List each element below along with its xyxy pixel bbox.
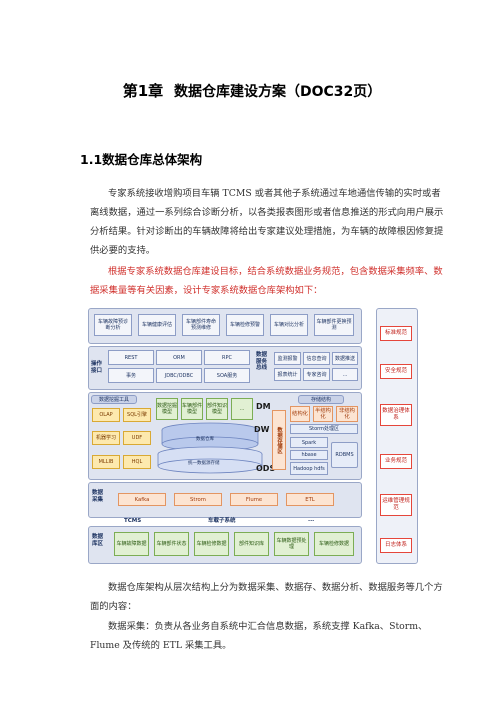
- interface-transaction: 事务: [108, 368, 154, 383]
- source-tcms: TCMS: [124, 518, 142, 524]
- rail-logging: 日志体系: [380, 538, 412, 553]
- rdbms-cell: RDBMS: [331, 442, 358, 468]
- app-box-2: 车辆健康评估: [138, 314, 176, 336]
- chapter-number: 第1章: [122, 82, 164, 100]
- source-cell-1: 车辆故障数据: [114, 532, 149, 556]
- dm-model-1: 数据挖掘模型: [156, 398, 178, 420]
- ods-inner-label: 统一数据源存储: [188, 461, 220, 466]
- storage-area-label: 数据存储区: [272, 410, 286, 470]
- tool-mllib: MLLIB: [92, 455, 120, 469]
- structured-cell: 结构化: [290, 406, 310, 422]
- spark-cell: Spark: [290, 437, 328, 448]
- source-cell-3: 车辆检修数据: [194, 532, 229, 556]
- service-report: 报表统计: [274, 368, 301, 381]
- intro-paragraph: 专家系统接收增购项目车辆 TCMS 或者其他子系统通过车地通信传输的实时或者离线…: [90, 188, 444, 256]
- layer-dm-label: DM: [256, 402, 271, 411]
- section-heading: 1.1数据仓库总体架构: [80, 149, 202, 168]
- service-more: ...: [332, 368, 358, 381]
- chapter-heading: 第1章 数据仓库建设方案（DOC32页）: [0, 80, 504, 101]
- layer-ods-label: ODS: [256, 464, 276, 473]
- service-push: 数据推送: [332, 352, 358, 365]
- interface-jdbc: JDBC/ODBC: [156, 368, 202, 383]
- section-number: 1.1: [80, 152, 103, 167]
- app-box-3: 车辆部件寿命预测维修: [182, 314, 220, 336]
- source-label: 数据库区: [92, 534, 104, 547]
- tool-ml: 机器学习: [92, 431, 120, 445]
- service-query: 信息查询: [303, 352, 330, 365]
- tool-udf: UDF: [123, 431, 151, 445]
- service-expert: 专家咨询: [303, 368, 330, 381]
- hadoop-cell: Hadoop hdfs: [290, 462, 328, 475]
- rail-standards: 标准规范: [380, 326, 412, 341]
- source-onboard: 车载子系统: [208, 518, 236, 524]
- interface-rpc: RPC: [204, 350, 250, 365]
- collection-paragraph: 数据采集：负责从各业务自系统中汇合信息数据，系统支撑 Kafka、Storm、F…: [90, 621, 428, 651]
- storage-structure-label: 存储结构: [298, 395, 344, 404]
- source-cell-5: 车辆数据预处理: [274, 532, 309, 556]
- source-cell-2: 车辆部件状态: [154, 532, 189, 556]
- semi-structured-cell: 半结构化: [313, 406, 333, 422]
- collect-flume: Flume: [230, 493, 278, 506]
- dm-model-more: ...: [231, 398, 253, 420]
- service-bus-label: 数据服务总线: [256, 352, 268, 371]
- analysis-tools-label: 数据挖掘工具: [91, 395, 137, 404]
- layer-dw-label: DW: [254, 425, 270, 434]
- rail-operations: 运维管理规范: [380, 494, 412, 516]
- interface-label: 操作接口: [91, 361, 103, 374]
- unstructured-cell: 非结构化: [336, 406, 358, 422]
- chapter-title: 数据仓库建设方案（DOC32页）: [174, 84, 382, 100]
- app-box-6: 车辆部件更换预测: [314, 314, 354, 336]
- interface-soa: SOA服务: [204, 368, 250, 383]
- tool-olap: OLAP: [92, 408, 120, 422]
- app-box-1: 车辆故障预诊断分析: [94, 314, 132, 336]
- app-box-5: 车辆对比分析: [270, 314, 308, 336]
- collect-storm: Strom: [174, 493, 222, 506]
- interface-rest: REST: [108, 350, 154, 365]
- dm-model-2: 车辆部件模型: [181, 398, 203, 420]
- storm-area: Storm处理区: [290, 424, 358, 434]
- collection-label: 数据采集: [92, 490, 104, 503]
- collect-etl: ETL: [286, 493, 334, 506]
- architecture-diagram: 车辆故障预诊断分析 车辆健康评估 车辆部件寿命预测维修 车辆检修预警 车辆对比分…: [88, 306, 418, 564]
- dw-inner-label: 数据仓库: [196, 437, 214, 442]
- warehouse-cylinders: [157, 422, 263, 474]
- dm-model-3: 部件知识模型: [206, 398, 228, 420]
- service-alarm: 监测报警: [274, 352, 301, 365]
- hbase-cell: hbase: [290, 450, 328, 460]
- rail-business: 业务规范: [380, 454, 412, 469]
- tool-sql: SQL引擎: [123, 408, 151, 422]
- section-title: 数据仓库总体架构: [102, 152, 203, 167]
- interface-orm: ORM: [156, 350, 202, 365]
- source-cell-4: 部件知识库: [234, 532, 269, 556]
- tool-hql: HQL: [123, 455, 151, 469]
- architecture-paragraph: 数据仓库架构从层次结构上分为数据采集、数据存、数据分析、数据服务等几个方面的内容…: [90, 582, 443, 612]
- source-more: ...: [308, 517, 315, 523]
- collect-kafka: Kafka: [118, 493, 166, 506]
- rail-security: 安全规范: [380, 364, 412, 379]
- rail-governance: 数据治理体系: [380, 404, 412, 426]
- governance-rail: [376, 308, 418, 564]
- app-box-4: 车辆检修预警: [226, 314, 264, 336]
- source-cell-6: 车辆检修数据: [314, 532, 354, 556]
- design-paragraph: 根据专家系统数据仓库建设目标，结合系统数据业务规范，包含数据采集频率、数据采集量…: [90, 266, 443, 296]
